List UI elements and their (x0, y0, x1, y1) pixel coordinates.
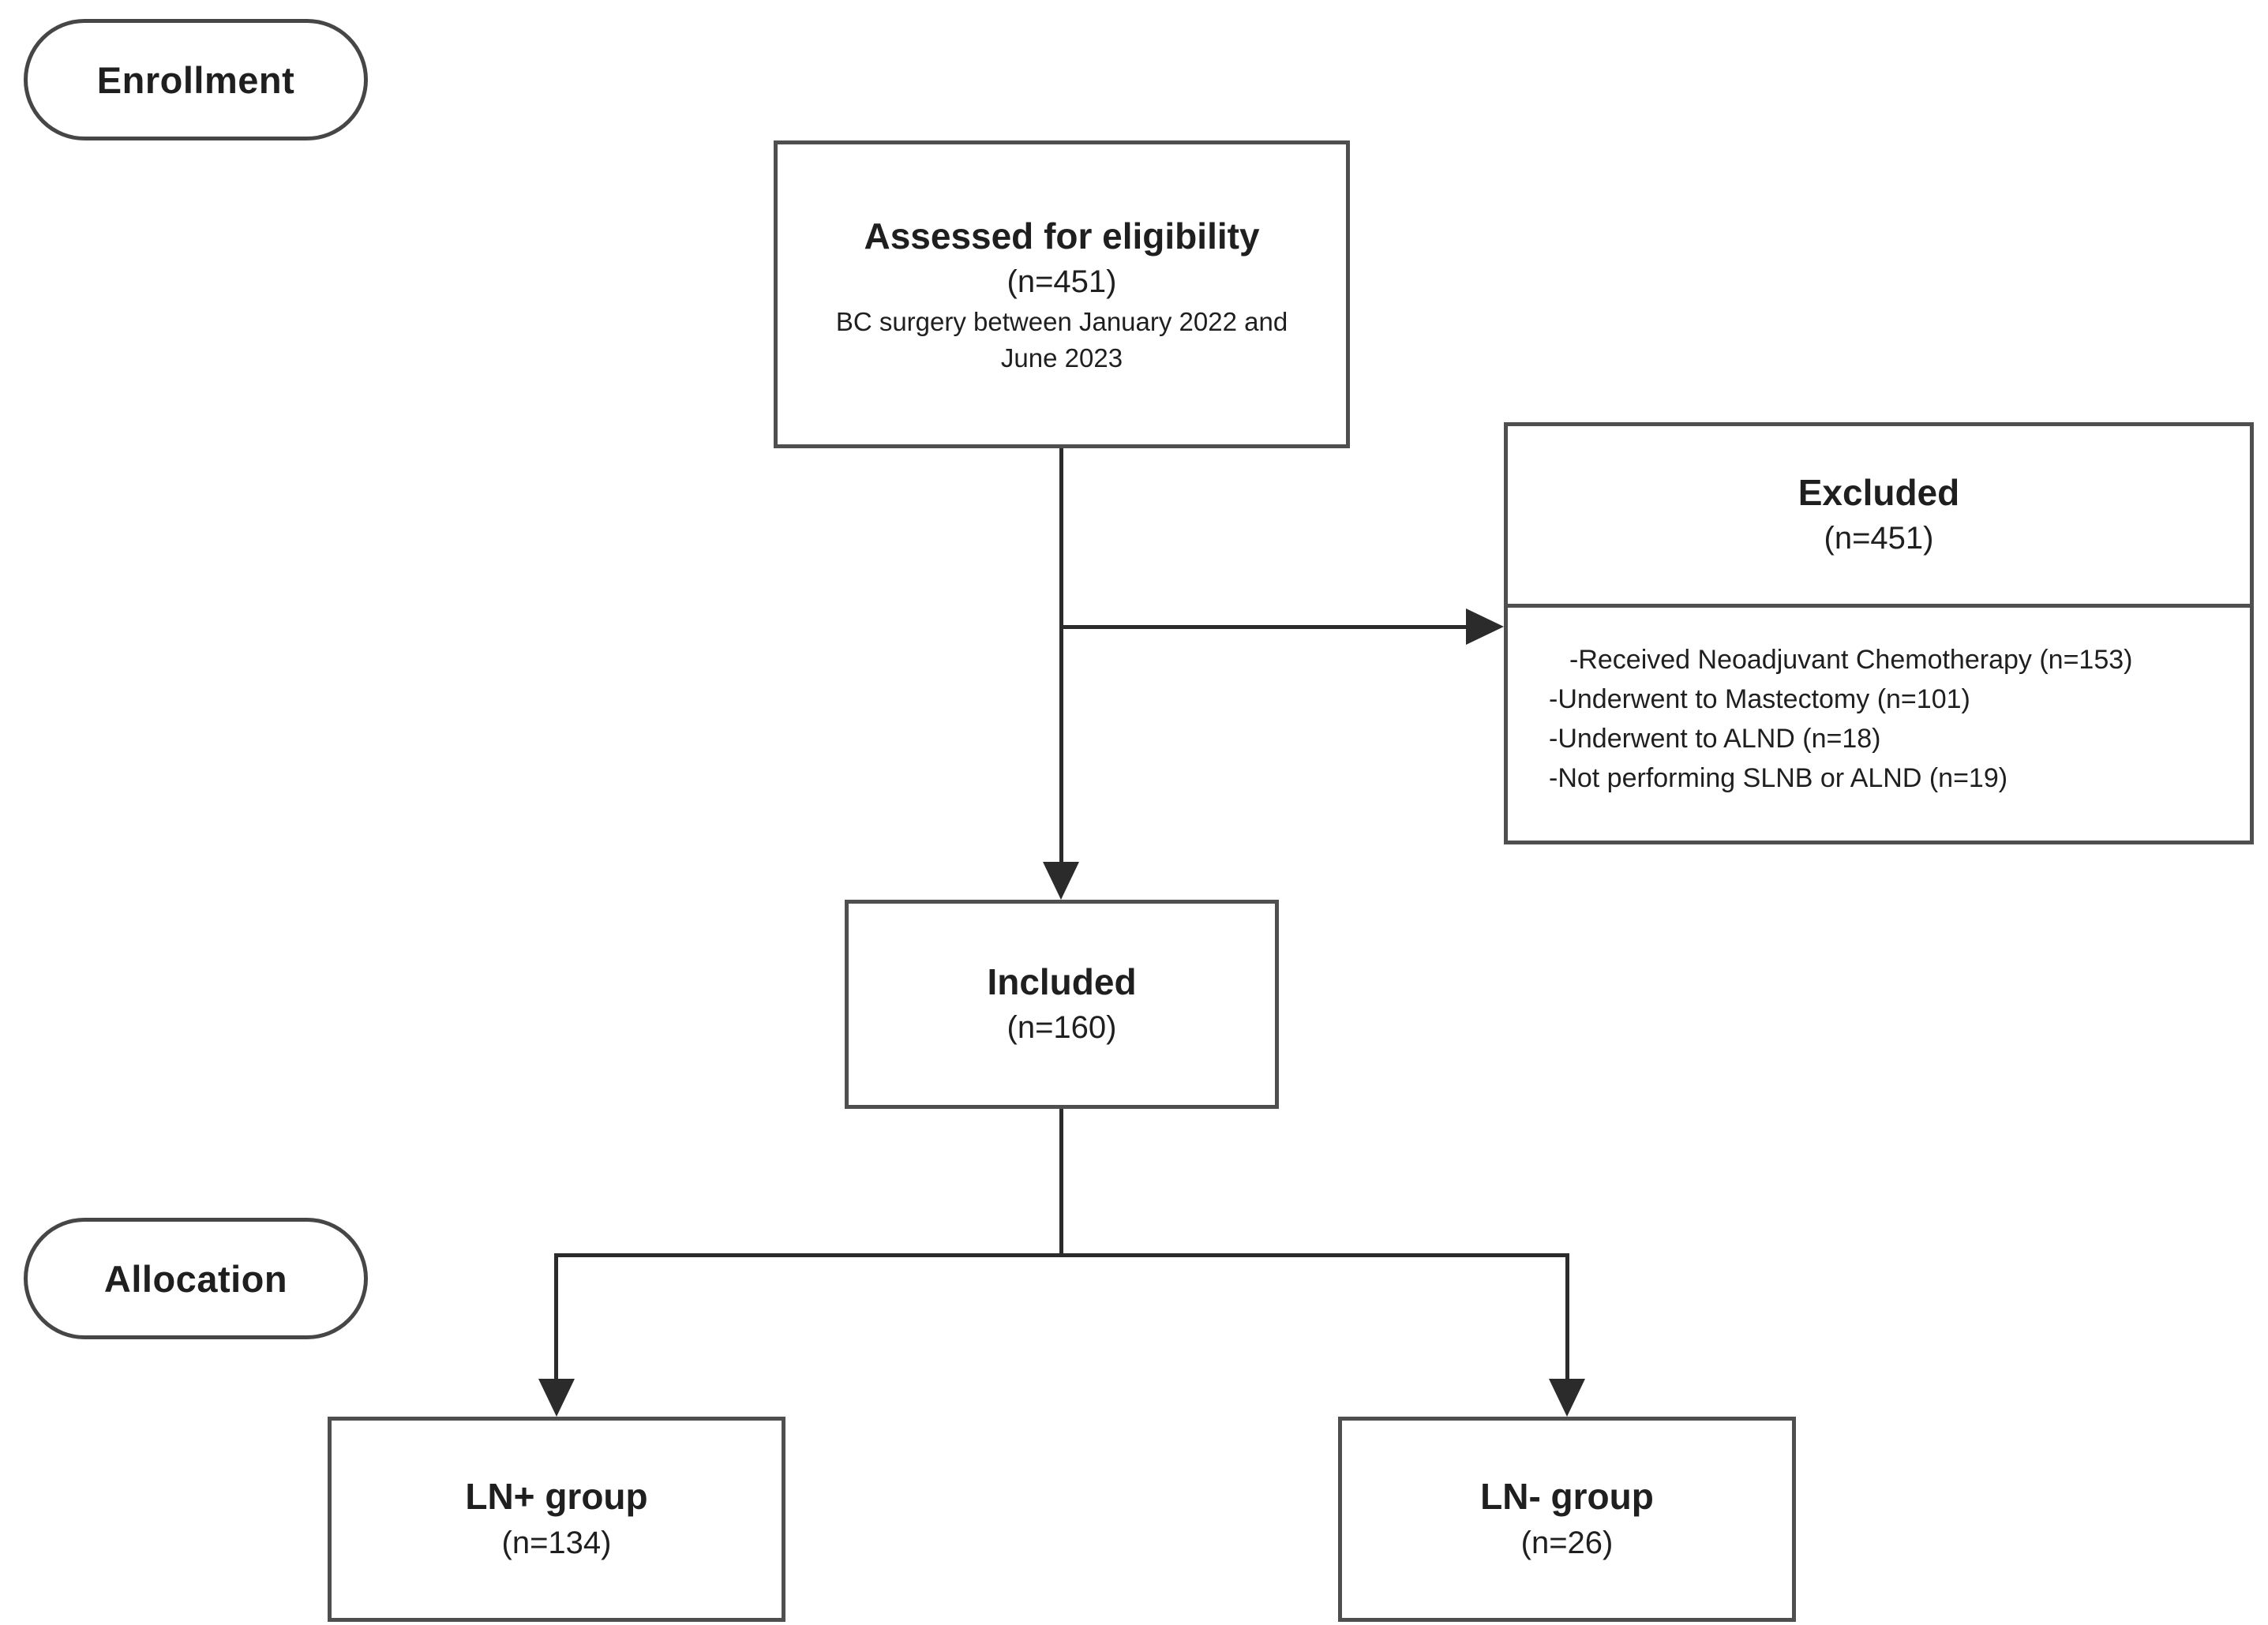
assessed-title: Assessed for eligibility (864, 215, 1260, 256)
box-excluded: Excluded (n=451) -Received Neoadjuvant C… (1504, 422, 2254, 844)
connector-included-to-branch (1059, 1109, 1063, 1257)
arrowhead-excluded-icon (1466, 608, 1504, 645)
arrowhead-ln-positive-icon (538, 1379, 575, 1417)
connector-branch-to-ln-positive (554, 1253, 558, 1379)
excluded-count: (n=451) (1824, 521, 1934, 556)
connector-allocation-branch (554, 1253, 1569, 1257)
allocation-label: Allocation (103, 1257, 288, 1300)
connector-to-excluded (1061, 625, 1468, 629)
excluded-header: Excluded (n=451) (1508, 426, 2250, 608)
assessed-note-line-1: BC surgery between January 2022 and (835, 307, 1288, 337)
ln-negative-title: LN- group (1480, 1476, 1654, 1518)
arrowhead-ln-negative-icon (1549, 1379, 1585, 1417)
excluded-title: Excluded (1798, 471, 1960, 513)
ln-positive-count: (n=134) (501, 1525, 612, 1560)
arrowhead-included-icon (1043, 862, 1079, 900)
excluded-reason: -Not performing SLNB or ALND (n=19) (1549, 762, 2008, 793)
box-ln-positive-group: LN+ group (n=134) (328, 1417, 785, 1622)
enrollment-label: Enrollment (96, 58, 295, 101)
ln-negative-count: (n=26) (1520, 1525, 1614, 1560)
included-title: Included (987, 960, 1137, 1002)
assessed-note-line-2: June 2023 (1000, 343, 1123, 373)
excluded-reason: -Underwent to ALND (n=18) (1549, 723, 1881, 754)
assessed-count: (n=451) (1007, 264, 1117, 300)
stage-pill-allocation: Allocation (24, 1218, 368, 1339)
connector-branch-to-ln-negative (1565, 1253, 1569, 1379)
box-ln-negative-group: LN- group (n=26) (1338, 1417, 1796, 1622)
stage-pill-enrollment: Enrollment (24, 19, 368, 140)
box-assessed-for-eligibility: Assessed for eligibility (n=451) BC surg… (774, 140, 1350, 448)
excluded-reason: -Underwent to Mastectomy (n=101) (1549, 683, 1970, 714)
connector-assessed-to-included (1059, 448, 1063, 862)
excluded-reasons-list: -Received Neoadjuvant Chemotherapy (n=15… (1508, 608, 2250, 841)
excluded-reason: -Received Neoadjuvant Chemotherapy (n=15… (1569, 645, 2133, 675)
ln-positive-title: LN+ group (465, 1476, 648, 1518)
box-included: Included (n=160) (845, 900, 1279, 1109)
included-count: (n=160) (1007, 1010, 1117, 1046)
